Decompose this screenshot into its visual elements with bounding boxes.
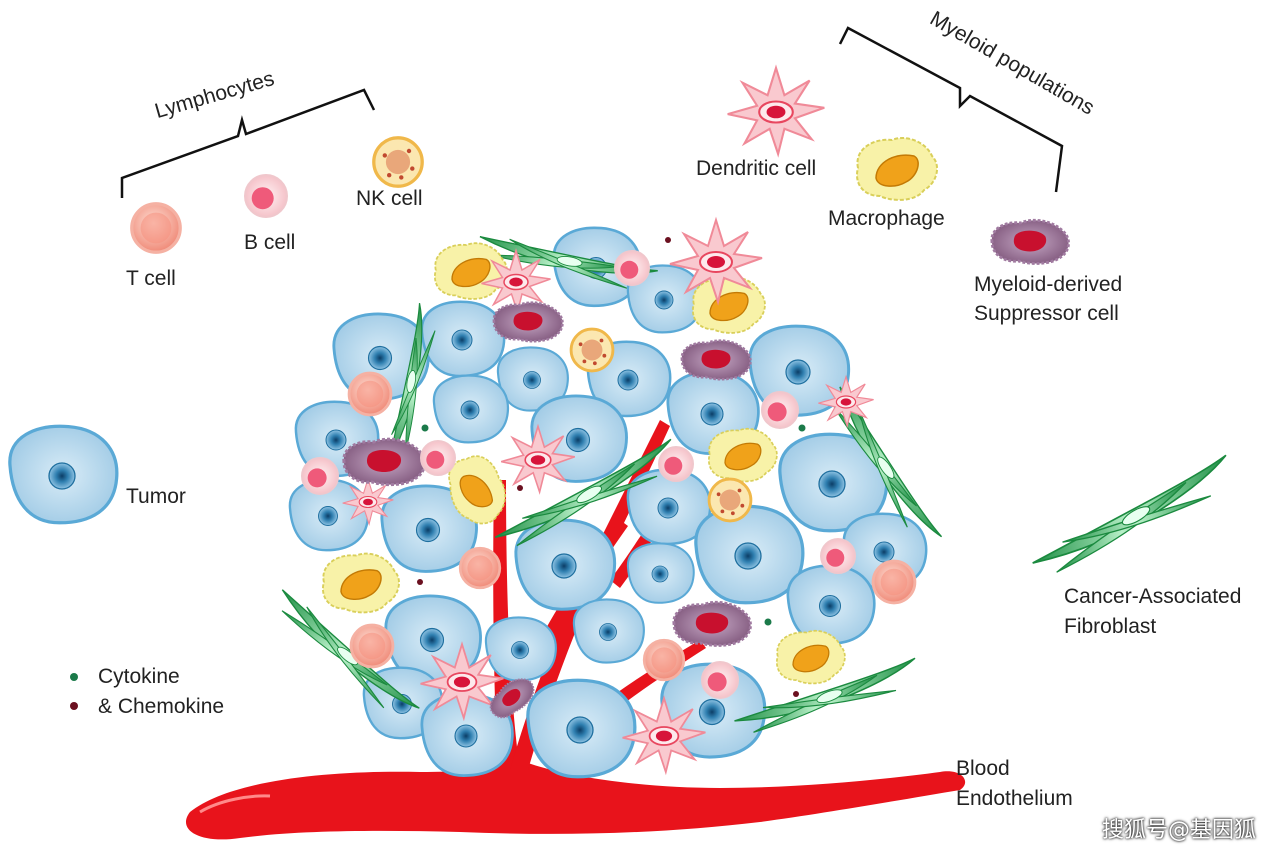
myeloid-bracket <box>838 26 1064 193</box>
dendritic-cell-label: Dendritic cell <box>696 157 817 180</box>
chemokine-dot <box>70 702 78 710</box>
tumor-cell <box>626 542 695 604</box>
caf-label-2: Fibroblast <box>1064 615 1157 638</box>
fibroblast-key <box>1019 454 1242 577</box>
nk-cell-label: NK cell <box>356 187 423 210</box>
macrophage-key <box>855 136 939 201</box>
dendritic-cell-key <box>726 66 826 156</box>
macrophage-label: Macrophage <box>828 207 945 230</box>
t-cell-label: T cell <box>126 267 176 290</box>
b-cell-key <box>244 174 288 218</box>
chemokine-label: & Chemokine <box>98 695 225 718</box>
tumor-cell <box>694 504 805 605</box>
tumor-label: Tumor <box>126 485 186 508</box>
tumor-cell <box>526 678 637 779</box>
nk-cell-key <box>372 136 424 188</box>
mdsc-label-1: Myeloid-derived <box>974 273 1123 296</box>
tumor-cell <box>432 374 510 444</box>
mdsc-label-2: Suppressor cell <box>974 302 1119 325</box>
mdsc-key <box>990 218 1070 265</box>
tumor-cell-key <box>8 424 119 525</box>
b-cell-label: B cell <box>244 231 296 254</box>
tumor-cell <box>514 518 617 611</box>
signal-dots <box>417 237 806 697</box>
caf-label-1: Cancer-Associated <box>1064 585 1242 608</box>
blood-label-2: Endothelium <box>956 787 1073 810</box>
tumor-cell <box>420 300 506 378</box>
tumor-cell <box>572 598 645 664</box>
cytokine-label: Cytokine <box>98 665 180 688</box>
lymphocytes-bracket <box>120 88 376 198</box>
cytokine-dot <box>70 673 78 681</box>
watermark: 搜狐号@基因狐 <box>1101 818 1256 843</box>
t-cell-key <box>130 202 182 254</box>
tumor-cell <box>484 616 557 682</box>
blood-label-1: Blood <box>956 757 1010 780</box>
